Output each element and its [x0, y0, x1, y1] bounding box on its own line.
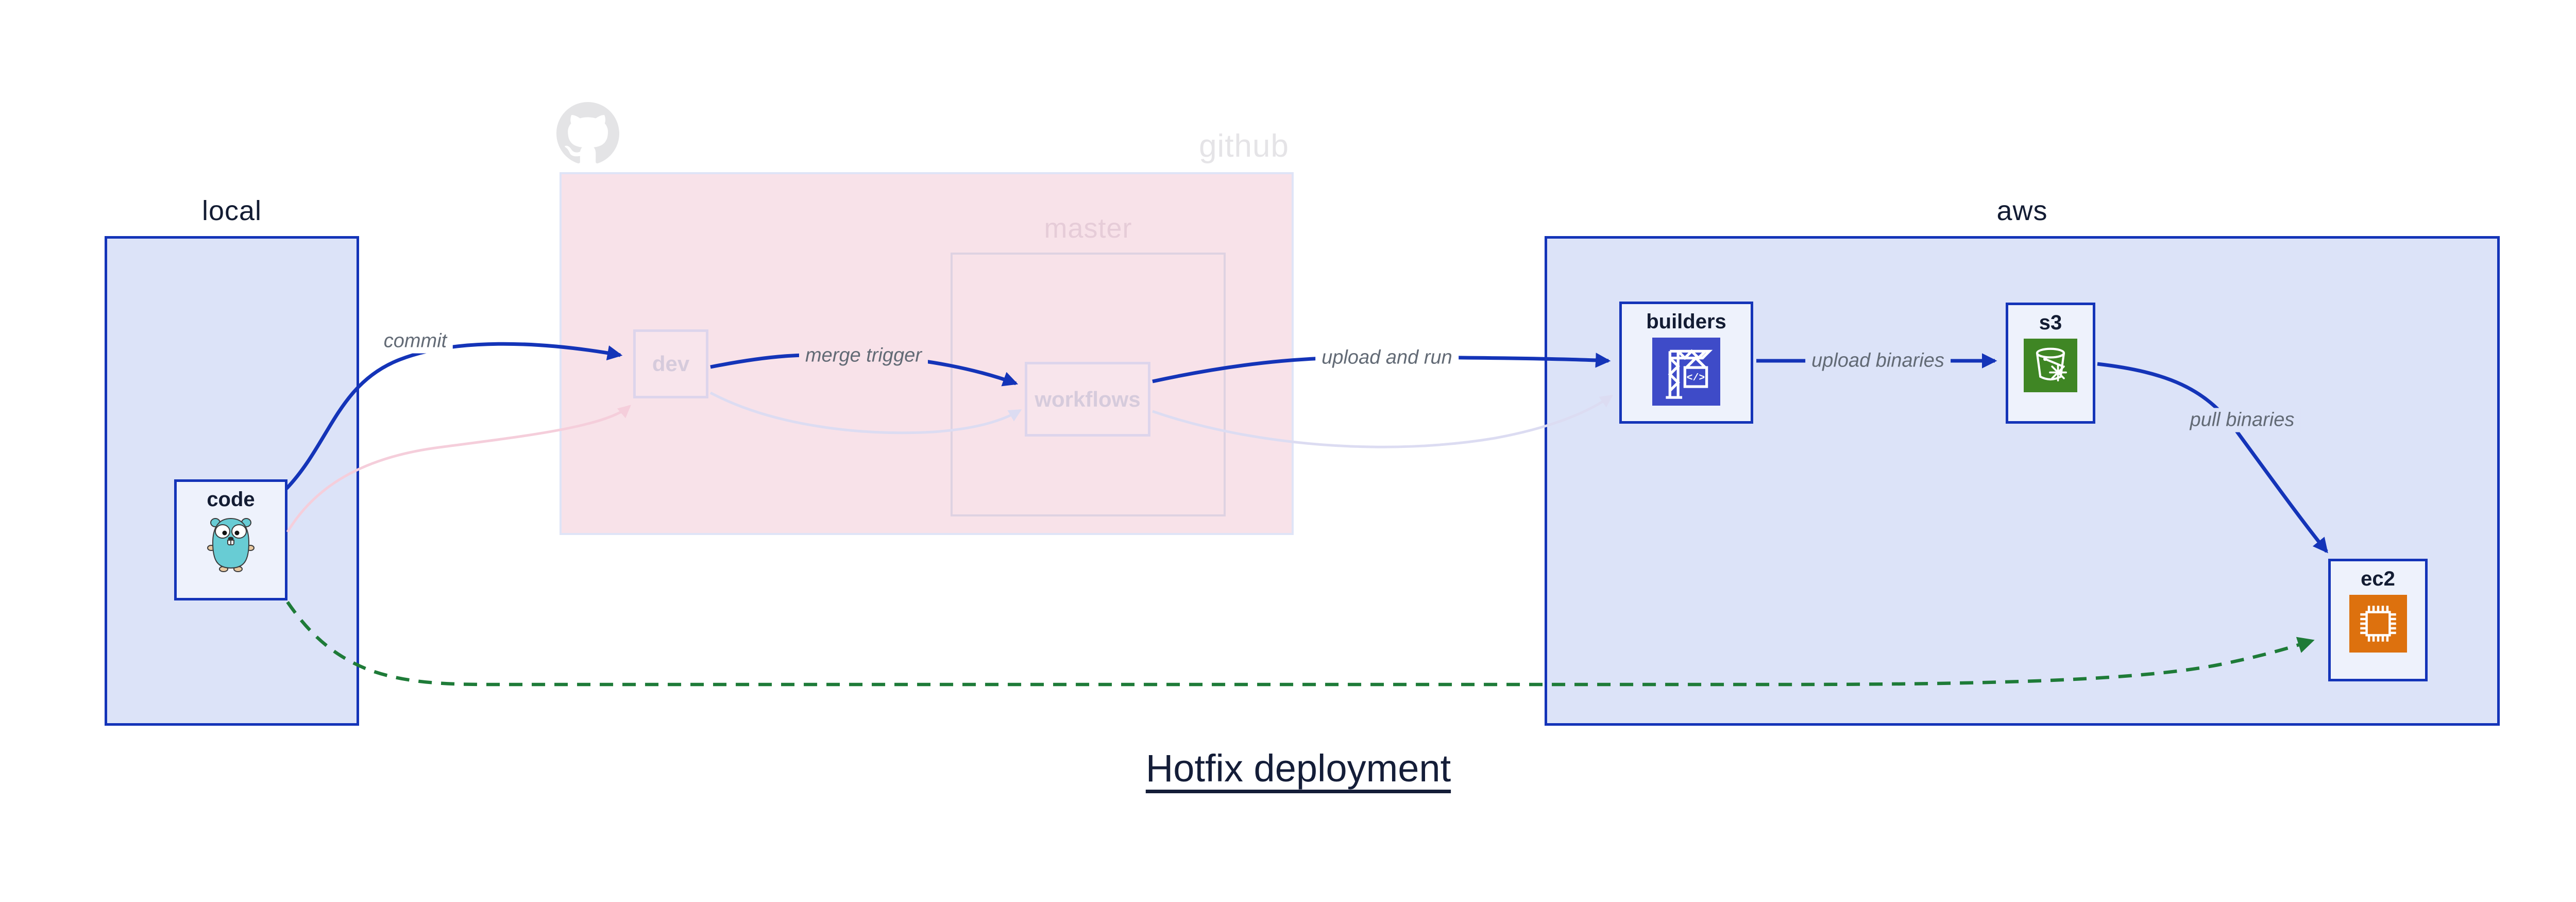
codebuild-code-glyph: </> — [1687, 372, 1705, 383]
edge-label-commit: commit — [377, 329, 453, 354]
edge-label-upload-and-run: upload and run — [1315, 345, 1459, 370]
node-s3-label: s3 — [2039, 311, 2062, 334]
node-workflows-label: workflows — [1035, 387, 1141, 411]
master-branch-label: master — [1044, 213, 1132, 244]
node-ec2: ec2 — [2328, 559, 2428, 681]
aws-group-label: aws — [1996, 195, 2048, 226]
edge-label-upload-binaries: upload binaries — [1805, 348, 1951, 373]
edge-label-merge-trigger: merge trigger — [799, 343, 928, 368]
node-builders: builders </> — [1619, 302, 1753, 424]
edge-label-pull-binaries: pull binaries — [2183, 408, 2301, 432]
node-s3: s3 — [2006, 303, 2095, 424]
diagram-title: Hotfix deployment — [1145, 747, 1451, 790]
github-group-label: github — [1199, 128, 1289, 164]
node-builders-label: builders — [1646, 310, 1726, 333]
node-dev-branch: dev — [633, 329, 708, 398]
local-group-label: local — [201, 195, 262, 226]
node-ec2-label: ec2 — [2361, 567, 2395, 590]
node-workflows: workflows — [1025, 362, 1150, 437]
node-code-label: code — [207, 488, 255, 511]
ec2-chip-icon — [2349, 595, 2407, 653]
s3-glacier-bucket-icon — [2024, 339, 2077, 392]
node-dev-label: dev — [652, 352, 690, 376]
codebuild-crane-icon: </> — [1652, 338, 1720, 406]
go-gopher-icon — [207, 517, 255, 572]
node-code: code — [174, 479, 287, 600]
github-octocat-icon — [556, 102, 619, 163]
